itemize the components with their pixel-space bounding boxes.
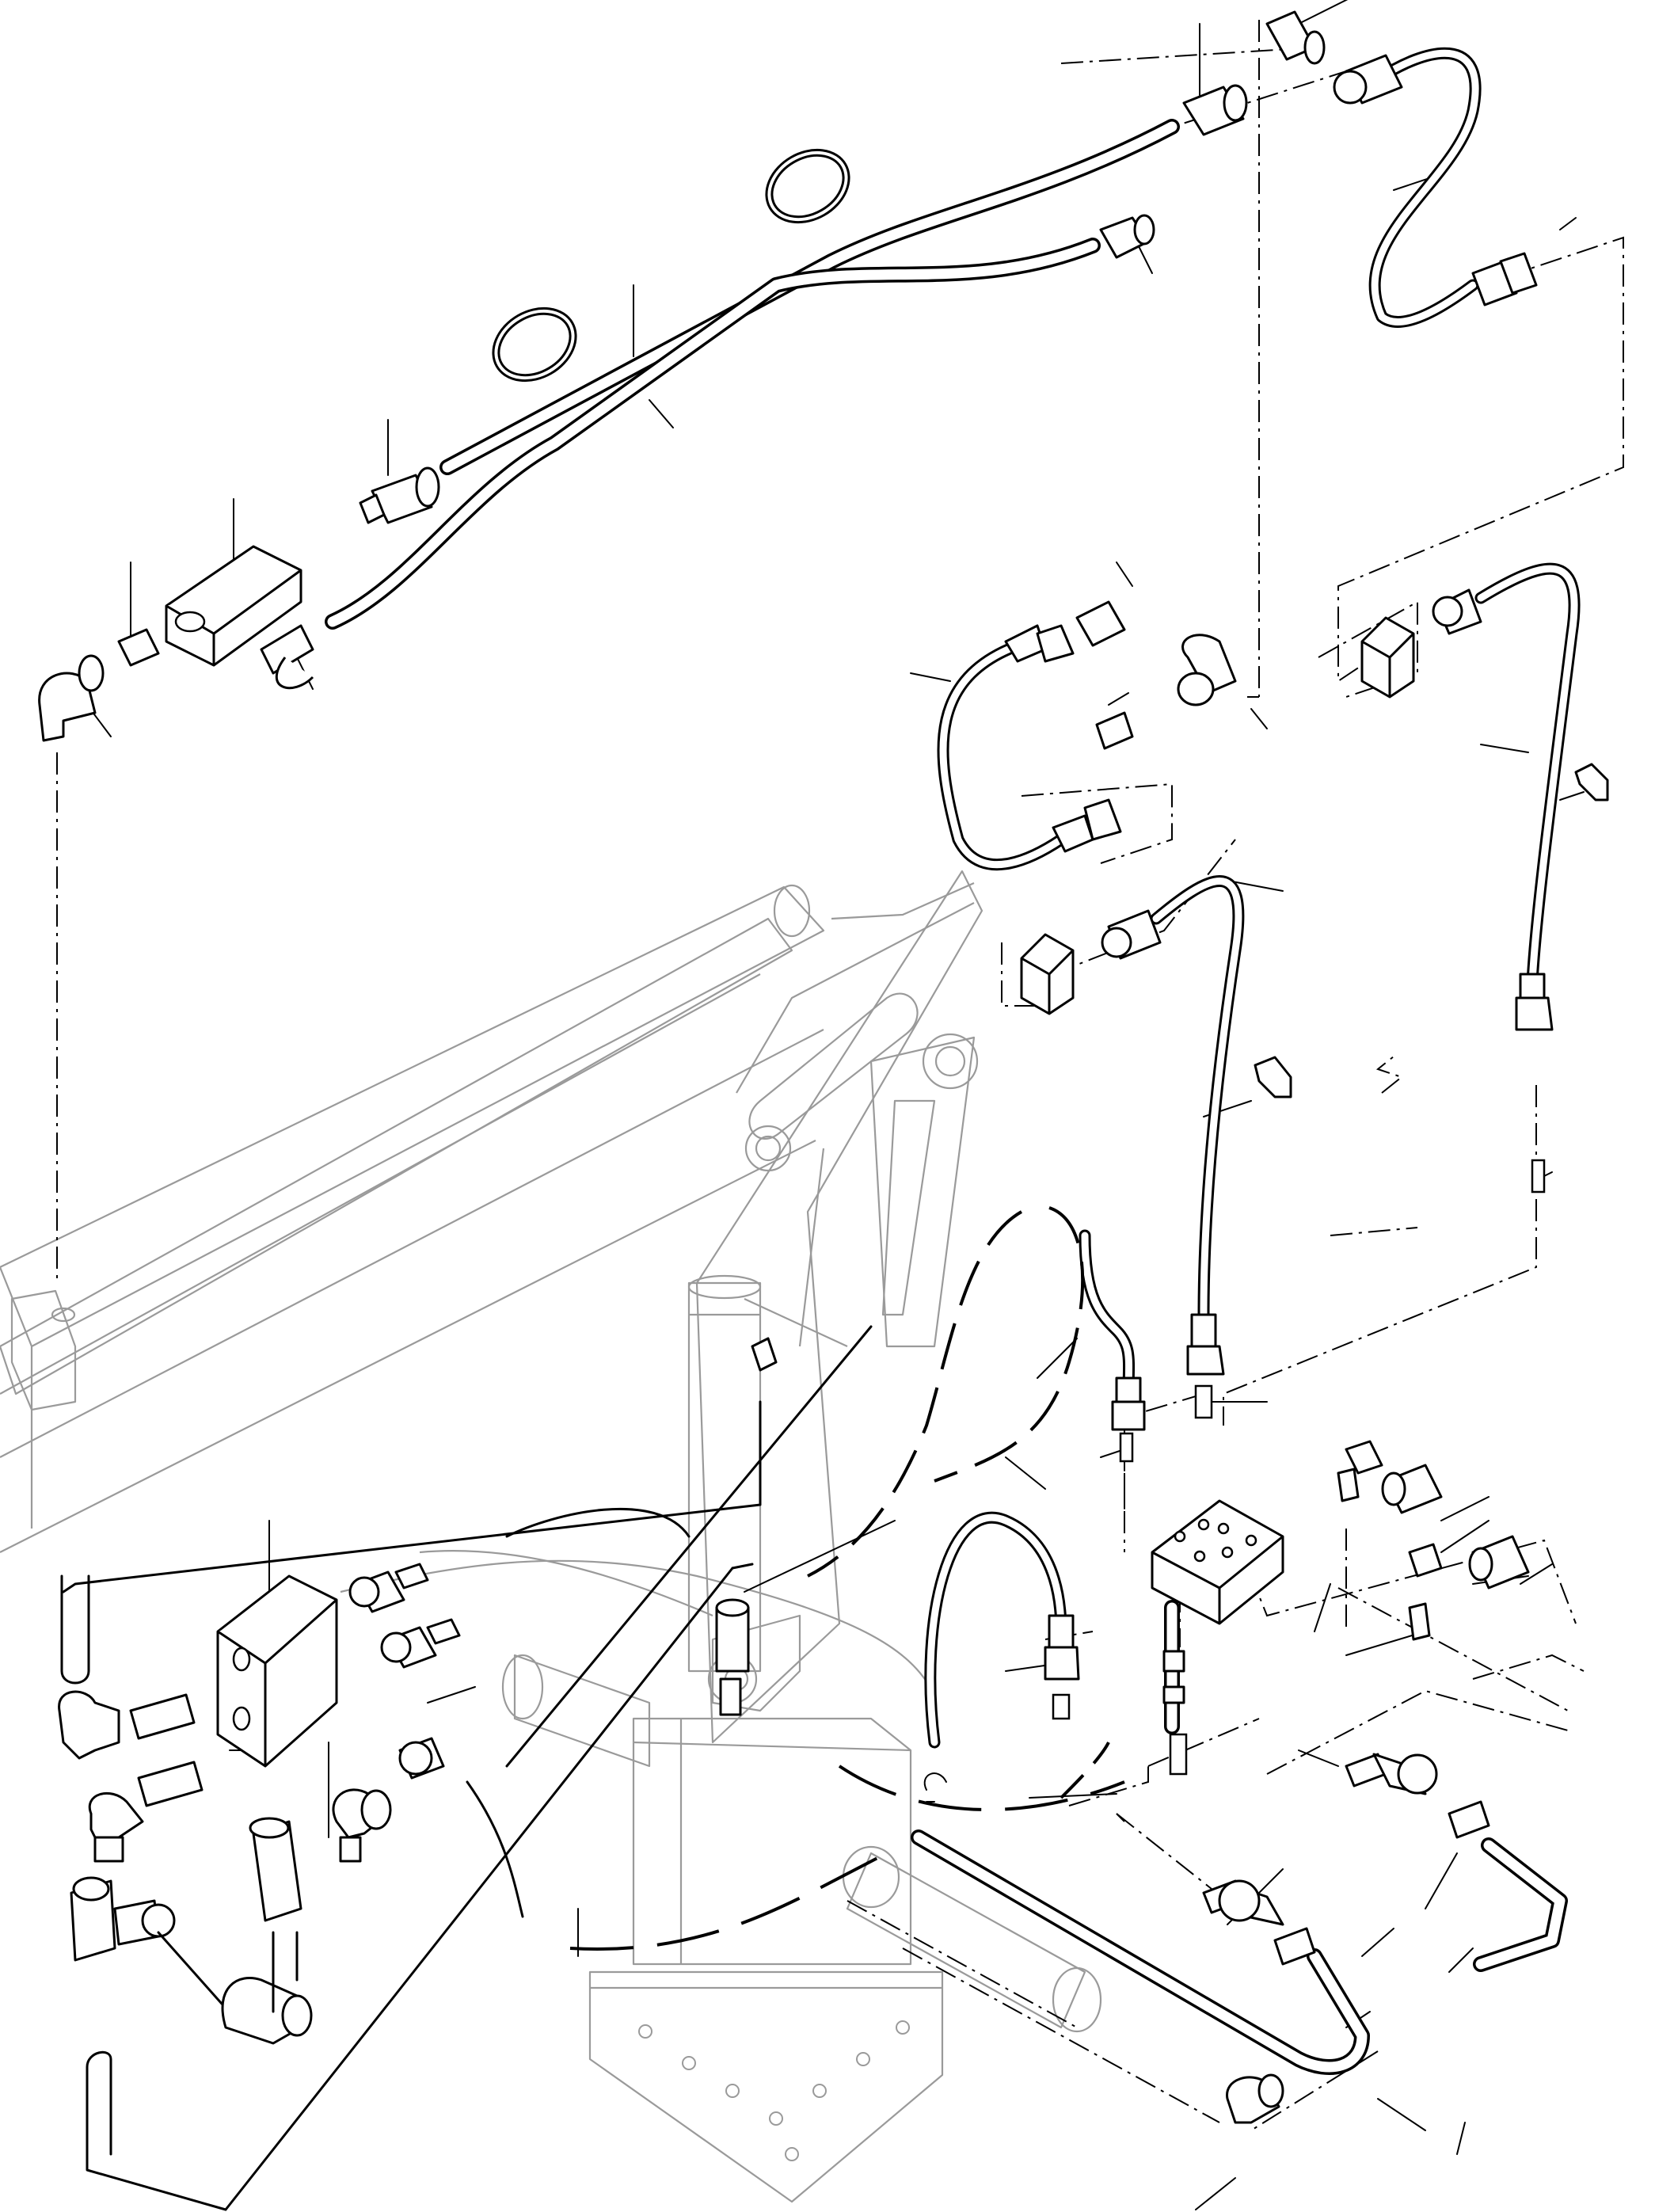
flex-hose-right-long: [1432, 562, 1581, 1031]
connector-lines-left: [62, 1325, 873, 2211]
elbow-fitting-mid: [1075, 600, 1237, 750]
hose-clip-lower: [492, 306, 577, 383]
pipe-coupling-left: [359, 466, 440, 524]
crane-boom-arm: [0, 884, 825, 1553]
cable-tie-mid: [1254, 1056, 1292, 1098]
nipple-center: [1119, 1384, 1213, 1463]
pipe-coupling-top-right: [1182, 10, 1326, 136]
valve-block-left: [216, 1574, 338, 1768]
tee-valves-lower-right: [1202, 1753, 1490, 1966]
crane-column: [687, 870, 983, 1744]
swivel-connectors-left: [348, 1563, 461, 1669]
assembly-dashlines: [56, 20, 1624, 2131]
rigid-pipe-lower-right: [911, 1829, 1568, 2075]
tee-fitting-left: [70, 1876, 176, 1962]
hose-routing-dashed: [569, 1206, 1125, 1951]
elbow-fitting-top-left: [260, 624, 314, 690]
rigid-pipe-lower: [325, 238, 1101, 630]
hose-clip-upper: [765, 148, 850, 224]
flex-hose-upper-s: [1079, 1229, 1146, 1431]
pipe-coupling-mid: [1099, 214, 1155, 259]
clamp-block-right: [1360, 616, 1415, 699]
sensor-symbol: [923, 1772, 947, 1803]
union-fitting-top-left: [117, 628, 160, 667]
coupling-sleeve-center: [715, 1337, 778, 1716]
clamp-block-mid: [1020, 933, 1075, 1015]
nipple-right-mid: [1531, 1159, 1546, 1194]
nipple-threaded-left: [129, 1693, 204, 1807]
fittings-right-cluster: [1337, 1440, 1530, 1641]
elbow-fitting-bottom: [1226, 2073, 1284, 2124]
adapter-block-top-left: [165, 545, 302, 667]
banjo-elbow-top-left: [38, 654, 105, 742]
crane-pedestal-base: [340, 1550, 1102, 2203]
flex-hose-mid-left: [937, 624, 1122, 870]
manifold-block: [1151, 1499, 1284, 1625]
elbow-union-left: [58, 1690, 144, 1863]
rigid-pipe-upper: [439, 119, 1180, 475]
flex-hose-mid-long: [1101, 875, 1245, 1376]
cable-tie-right: [1574, 763, 1609, 801]
vertical-pipe-center: [1162, 1600, 1188, 1776]
flex-hose-top-right: [1333, 47, 1538, 328]
connector-sleeve-left: [221, 1817, 313, 2045]
flex-hose-lower-u: [924, 1511, 1080, 1749]
small-tubes-left: [60, 1574, 299, 2156]
elbow-fitting-center-left: [332, 1737, 445, 1863]
